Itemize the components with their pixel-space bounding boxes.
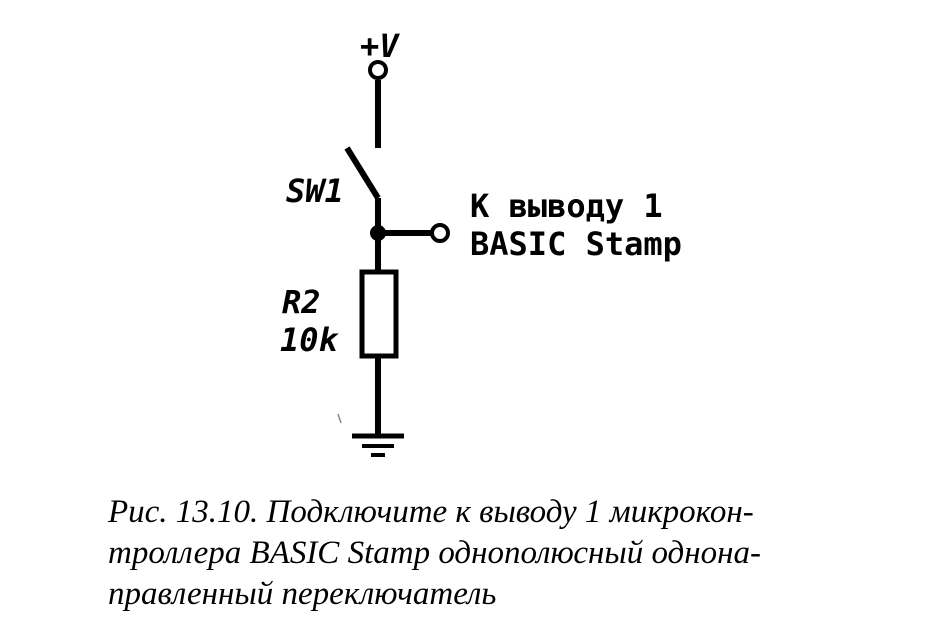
output-terminal [430,223,450,243]
scan-speck [337,413,342,424]
caption-line-2: троллера BASIC Stamp однополюсный однона… [108,535,761,571]
caption-line-1: Рис. 13.10. Подключите к выводу 1 микрок… [108,494,754,530]
ground-symbol [352,433,404,457]
resistor-name-label: R2 [282,283,321,321]
switch-label: SW1 [286,172,344,210]
output-label-line1: К выводу 1 [470,187,663,225]
caption-line-3: правленный переключатель [108,576,497,612]
supply-label: +V [360,27,400,65]
figure-caption: Рис. 13.10. Подключите к выводу 1 микрок… [108,492,898,615]
supply-terminal [368,60,388,80]
resistor-body [359,269,399,359]
switch-lever [344,146,381,200]
circuit-schematic: +V SW1 К выводу 1 BASIC Stamp R2 10k [280,27,682,457]
resistor-value-label: 10k [280,321,340,359]
output-label-line2: BASIC Stamp [470,225,682,263]
